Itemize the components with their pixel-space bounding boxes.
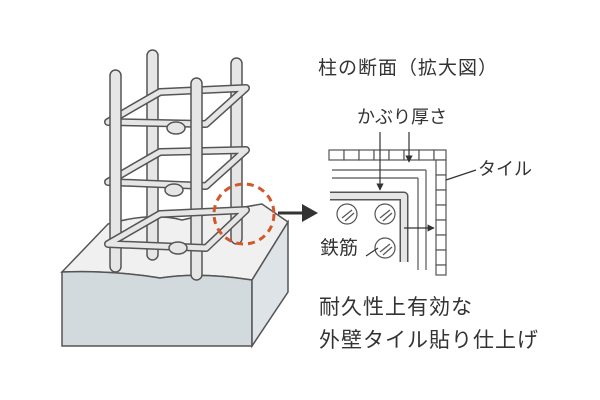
callout-arrow (278, 204, 318, 222)
tile-column-right (435, 159, 447, 276)
rebar-label: 鉄筋 (320, 237, 359, 259)
foundation-side (251, 219, 289, 349)
description-line-1: 耐久性上有効な (319, 295, 473, 319)
description: 耐久性上有効な 外壁タイル貼り仕上げ (319, 291, 539, 356)
rebar-vertical-front-left (109, 69, 122, 273)
rebar-vertical-front-right (190, 77, 203, 281)
concrete-foundation (60, 203, 290, 349)
tile-label: タイル (478, 159, 532, 180)
cover-dimension (376, 132, 435, 232)
section-title: 柱の断面（拡大図） (318, 57, 499, 79)
highlight-circle (212, 182, 276, 246)
tile-leader (445, 169, 477, 181)
cover-thickness-label: かぶり厚さ (357, 107, 447, 128)
foundation-front (61, 270, 253, 347)
rebar-leader (365, 247, 379, 257)
description-line-2: 外壁タイル貼り仕上げ (319, 327, 539, 352)
rebar-cage (104, 49, 250, 281)
main-rebar-circles (336, 203, 396, 259)
tile-row-top (328, 149, 447, 161)
cross-section (328, 149, 447, 276)
